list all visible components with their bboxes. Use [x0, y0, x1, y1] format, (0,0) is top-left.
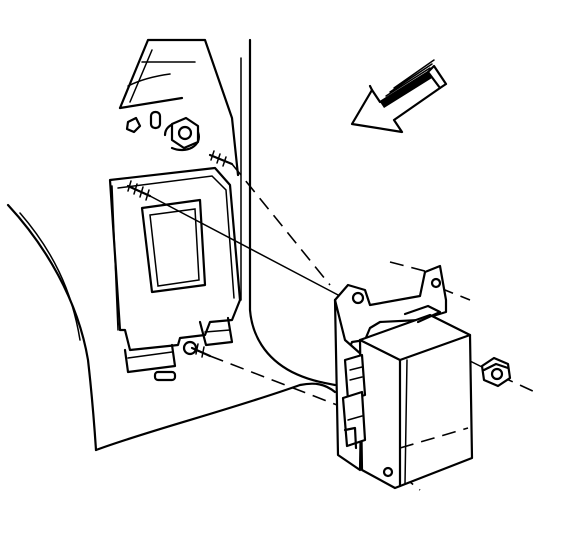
- control-module: [333, 264, 474, 490]
- upper-nut-on-panel: [170, 116, 234, 167]
- mounting-bracket: [108, 121, 242, 382]
- mounting-stud-lower: [182, 340, 212, 358]
- mounting-stud-upper: [126, 180, 152, 201]
- retaining-nut: [480, 356, 512, 388]
- direction-arrow: [350, 59, 448, 134]
- trim-panel: [6, 38, 337, 452]
